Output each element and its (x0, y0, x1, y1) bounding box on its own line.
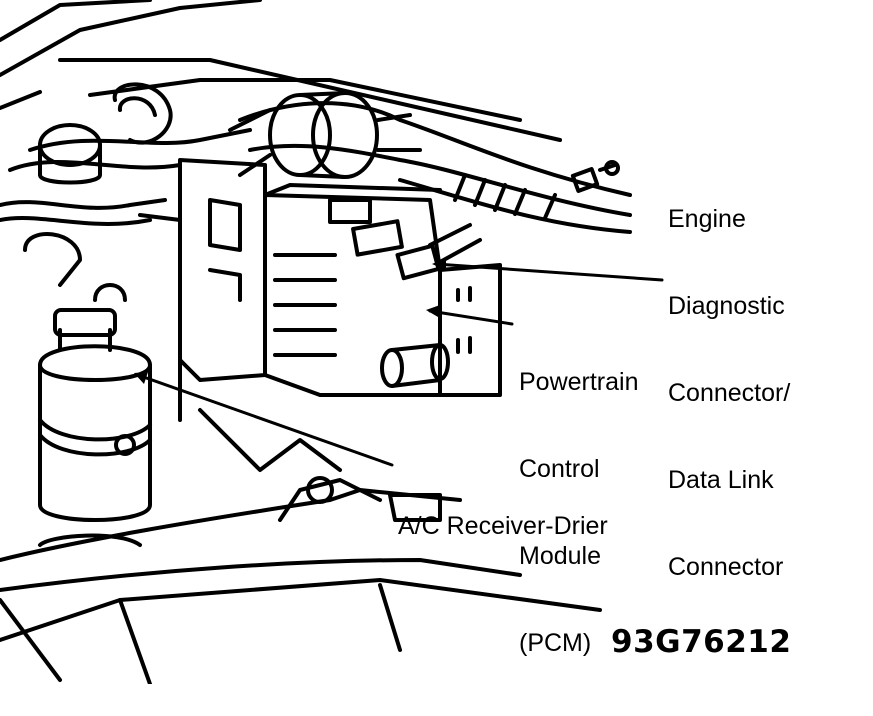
ac-receiver-drier-shape (38, 308, 152, 522)
radiator-support (0, 408, 602, 684)
label-line: Powertrain (519, 368, 639, 396)
label-line: A/C Receiver-Drier (398, 512, 608, 540)
arrowhead-engine-connector (432, 258, 446, 270)
label-line: Module (519, 542, 601, 570)
figure-number: 93G76212 (611, 624, 792, 660)
wiring-harness (0, 82, 632, 234)
engine-diagnostic-connector-label: Engine Diagnostic Connector/ Data Link C… (668, 147, 790, 640)
label-line: (PCM) (519, 629, 592, 657)
ac-receiver-drier-label: A/C Receiver-Drier (398, 454, 608, 599)
label-line: Control (519, 455, 600, 483)
leader-ac-drier (136, 373, 394, 467)
fender-outline (0, 0, 562, 142)
label-line: Diagnostic (668, 292, 785, 320)
arrowhead-pcm (426, 305, 440, 317)
leader-pcm (428, 309, 514, 326)
leader-engine-connector (434, 262, 664, 282)
engine-block (23, 123, 267, 422)
diagram-canvas: Engine Diagnostic Connector/ Data Link C… (0, 0, 792, 684)
label-line: Data Link (668, 466, 774, 494)
pcm-module (263, 183, 502, 397)
label-line: Connector (668, 553, 784, 581)
engine-bay-illustration (0, 0, 664, 684)
powertrain-control-module-label: Powertrain Control Module (PCM) (519, 310, 639, 716)
leader-lines (136, 262, 664, 467)
arrowhead-ac-drier (134, 372, 148, 384)
label-line: Connector/ (668, 379, 791, 407)
label-line: Engine (668, 205, 746, 233)
